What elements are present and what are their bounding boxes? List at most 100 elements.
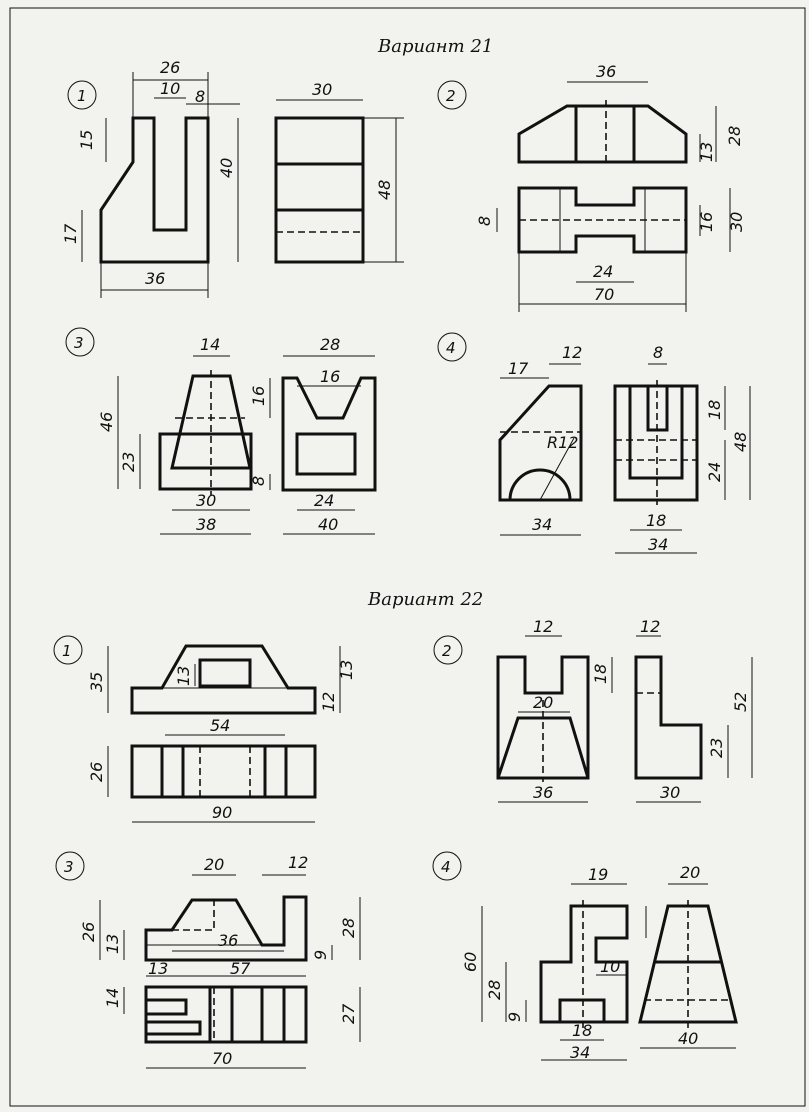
dim-36: 36 [533,783,553,802]
front-view [517,104,688,164]
dim-90: 90 [212,803,232,822]
dim-40: 40 [678,1029,698,1048]
dim-9: 9 [505,1012,524,1022]
dim-12: 12 [288,853,308,872]
dim-35: 35 [87,672,106,692]
dim-48: 48 [731,432,750,452]
trapezoid-opening [496,716,590,779]
dim-13-bottom: 13 [148,959,168,978]
task-number: 1 [77,87,87,105]
dim-36: 36 [145,269,165,288]
dim-57: 57 [230,959,251,978]
dim-23: 23 [119,452,138,472]
front-view [99,116,210,264]
radius-line [539,437,575,501]
dim-28: 28 [725,126,744,146]
dim-20: 20 [204,855,224,874]
dim-20: 20 [533,693,553,712]
dim-13: 13 [697,142,716,162]
dim-8: 8 [195,87,205,106]
dim-34: 34 [532,515,552,534]
front-view [170,374,252,470]
dim-24: 24 [593,262,613,281]
dim-40: 40 [217,158,236,178]
dim-30: 30 [312,80,332,99]
variant-21-title: Вариант 21 [377,36,493,57]
v22-task-4: 4 19 20 60 28 10 9 18 34 40 [432,851,738,1062]
v22-task-3: 3 20 12 26 13 36 28 9 13 57 14 [55,851,361,1069]
task-number: 2 [446,87,456,105]
dim-18: 18 [572,1021,592,1040]
dim-17: 17 [508,359,529,378]
sheet-frame [9,7,806,1107]
dim-28: 28 [485,980,504,1000]
task-number-circle [67,80,97,110]
dim-13: 13 [337,660,356,680]
side-view [281,376,377,492]
v21-task-2: 2 36 13 28 8 16 30 24 70 [437,62,746,312]
task-number-circle [433,635,463,665]
dim-r12: R12 [547,433,578,452]
dim-38: 38 [196,515,216,534]
front-view [496,655,590,780]
task-number: 4 [441,858,451,876]
dim-36: 36 [596,62,616,81]
dim-13: 13 [103,934,122,954]
base-slot [558,998,606,1024]
dim-30: 30 [727,212,746,232]
task-number: 3 [64,858,74,876]
inner-edge [628,386,684,480]
task-number-circle [53,635,83,665]
dim-24: 24 [705,462,724,482]
dim-48: 48 [375,180,394,200]
side-view [638,904,738,1024]
dim-10: 10 [160,79,180,98]
dim-20: 20 [680,863,700,882]
v21-task-3: 3 14 46 23 30 38 28 16 16 8 24 40 [65,327,377,535]
v22-task-1: 1 35 13 13 12 54 26 90 [53,635,356,823]
dim-14: 14 [103,988,122,1008]
dim-60: 60 [461,952,480,972]
dim-28: 28 [320,335,340,354]
task-number-circle [437,80,467,110]
dim-30: 30 [196,491,216,510]
dim-8: 8 [475,216,494,226]
dim-36: 36 [218,931,238,950]
dim-70: 70 [212,1049,232,1068]
dim-24: 24 [314,491,334,510]
slot [144,1020,202,1036]
hidden-line [172,900,215,931]
dim-26: 26 [160,58,180,77]
dim-15: 15 [77,130,96,150]
dim-8: 8 [249,476,268,486]
v21-task-1: 1 26 10 8 15 40 17 36 30 48 [61,58,404,298]
front-view [539,904,629,1024]
dim-13-window: 13 [174,666,193,686]
task-number-circle [432,851,462,881]
dim-14: 14 [200,335,220,354]
dim-46: 46 [97,412,116,432]
dim-28: 28 [339,918,358,938]
task-number: 4 [446,339,456,357]
task-number-circle [65,327,95,357]
opening [295,432,357,476]
dim-30: 30 [660,783,680,802]
dim-12: 12 [562,343,582,362]
dim-16-left: 16 [249,386,268,406]
base [158,432,253,491]
dim-34-side: 34 [648,535,668,554]
task-number-circle [437,332,467,362]
dim-70: 70 [594,285,614,304]
dim-18: 18 [705,400,724,420]
side-view [613,384,699,502]
task-number: 1 [62,642,72,660]
dim-23: 23 [707,738,726,758]
slot [144,998,188,1016]
dim-26: 26 [87,762,106,782]
dim-10: 10 [600,957,620,976]
front-view [498,384,583,502]
dim-52: 52 [731,692,750,712]
front-view [130,644,317,715]
dim-17: 17 [61,223,80,244]
task-number: 3 [74,334,84,352]
